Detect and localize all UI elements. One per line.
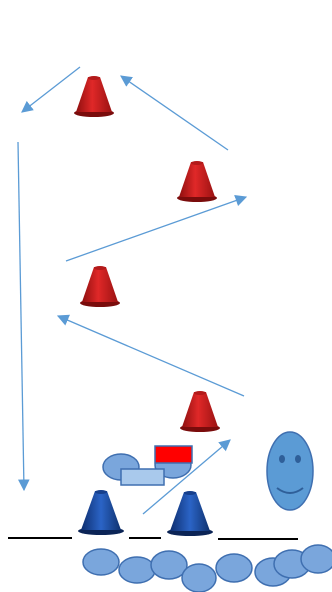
ground-lines xyxy=(8,537,298,540)
red-marker xyxy=(154,445,193,464)
arrow-left-down xyxy=(17,141,30,492)
arrow-top-right xyxy=(120,75,229,151)
movement-arrows xyxy=(17,66,248,515)
blue-pad xyxy=(181,563,217,592)
equipment-cluster xyxy=(102,445,193,486)
blue-cone xyxy=(78,490,124,535)
red-cone xyxy=(177,161,217,202)
blue-pad xyxy=(82,548,120,576)
blue-pad xyxy=(118,556,156,584)
blue-pad xyxy=(150,550,188,580)
bottom-pads-row xyxy=(82,544,332,592)
red-cone xyxy=(180,391,220,432)
light-blue-mat xyxy=(120,468,165,486)
blue-pad xyxy=(300,544,332,574)
blue-pad xyxy=(215,553,253,583)
player-smiley-face-icon xyxy=(266,431,314,511)
arrow-start xyxy=(142,439,231,515)
arrow-mid-right xyxy=(65,195,248,262)
arrow-top-left xyxy=(21,66,81,113)
red-cone xyxy=(74,76,114,117)
arrow-mid-left xyxy=(56,314,245,397)
red-cone xyxy=(80,266,120,307)
blue-cone xyxy=(167,491,213,536)
